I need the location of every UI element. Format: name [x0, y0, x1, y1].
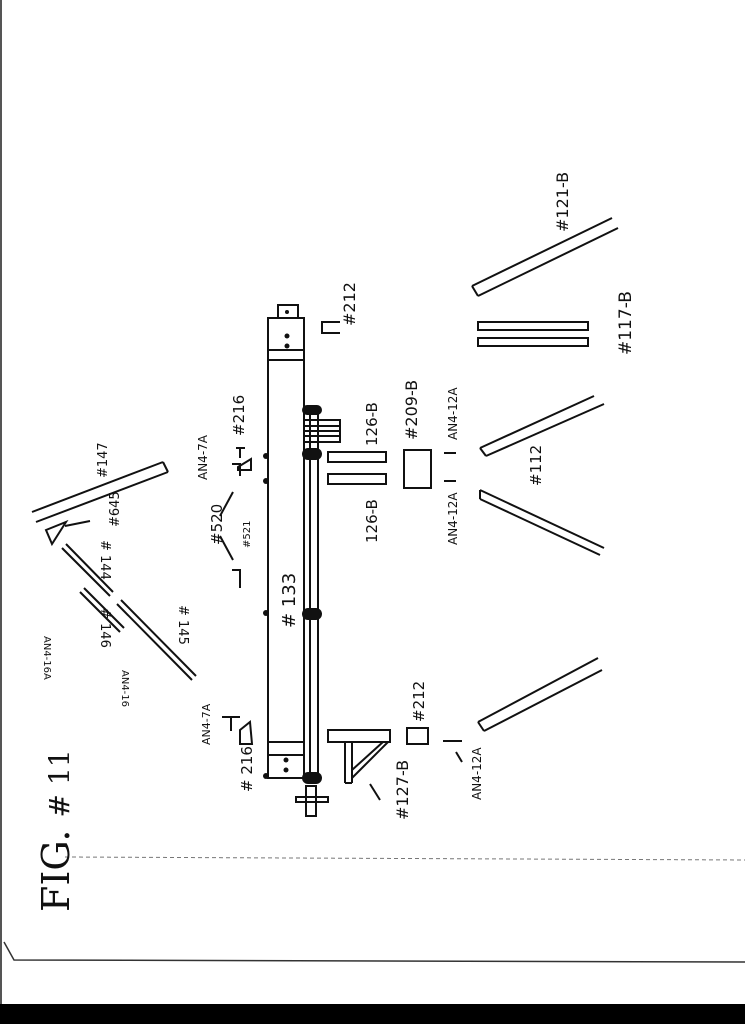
block-212-bottom	[406, 727, 429, 745]
label-126b-upper: 126-B	[363, 402, 381, 446]
label-216-bottom: # 216	[238, 746, 256, 792]
gusset-216-bottom	[239, 720, 254, 745]
main-beam-133	[267, 304, 319, 780]
label-645: #645	[108, 491, 123, 527]
channel-212-top	[321, 321, 340, 334]
page-border-line	[3, 941, 745, 963]
label-121b: #121-B	[553, 171, 572, 232]
label-209b: #209-B	[402, 379, 421, 440]
label-212-top: #212	[340, 282, 359, 326]
plate-209b	[403, 449, 432, 489]
beam-body	[267, 317, 305, 779]
figure-title: FIG. # 11	[34, 749, 78, 912]
label-147: #147	[96, 442, 111, 478]
strut-lower	[477, 657, 603, 732]
strut-146	[79, 587, 125, 633]
strut-144	[61, 543, 114, 597]
arrow-an4-12a	[455, 751, 463, 763]
figure-title-number: # 11	[43, 749, 76, 818]
striped-block	[303, 419, 341, 443]
label-144: # 144	[97, 540, 112, 580]
arrow-520-upper	[219, 491, 234, 517]
beam-end-tab	[277, 304, 299, 319]
spacer-126b-upper	[327, 451, 387, 463]
end-washer	[295, 796, 329, 803]
label-117b: #117-B	[616, 291, 636, 355]
arrow-520-lower	[219, 535, 234, 561]
strut-121b	[471, 217, 619, 297]
label-an4-12a-right: AN4-12A	[446, 387, 460, 440]
figure-title-main: FIG.	[34, 829, 78, 912]
arrow-127b	[369, 783, 381, 801]
strut-147	[31, 461, 169, 523]
label-126b-lower: 126-B	[363, 499, 381, 543]
spacer-126b-lower	[327, 473, 387, 485]
label-521: #521	[242, 520, 253, 548]
label-an4-12a-bottom: AN4-12A	[470, 747, 484, 800]
label-an4-7a-bottom: AN4-7A	[200, 703, 213, 745]
label-212-bottom: #212	[410, 680, 428, 722]
label-133: # 133	[279, 572, 300, 628]
tube-collars	[263, 310, 322, 784]
label-216-top: #216	[230, 394, 248, 436]
label-an4-16a: AN4-16A	[41, 636, 52, 680]
angle-520-lower	[232, 569, 241, 588]
tubes-117b	[477, 321, 589, 347]
bolt-an4-7a-bottom	[222, 716, 240, 731]
label-145: # 145	[175, 605, 190, 645]
strut-145	[116, 599, 197, 681]
angle-520-upper	[232, 463, 241, 476]
label-520: #520	[208, 503, 226, 545]
gusset-216-top	[237, 457, 252, 471]
gusset-plate	[44, 519, 69, 547]
label-127b: #127-B	[393, 759, 412, 820]
fold-line	[64, 856, 745, 861]
label-an4-12a-left: AN4-12A	[446, 492, 460, 545]
label-an4-16: AN4-16	[119, 670, 130, 708]
bracket-127b	[327, 729, 391, 784]
scan-border-bottom	[0, 1004, 745, 1024]
bolt-an4-7a-top	[236, 447, 245, 458]
end-shaft	[305, 785, 317, 817]
struts-112	[479, 395, 605, 556]
arrow-645	[64, 520, 91, 527]
label-an4-7a-top: AN4-7A	[196, 435, 210, 480]
label-146: # 146	[97, 608, 112, 648]
label-112: #112	[527, 444, 545, 486]
page-edge	[0, 0, 2, 1004]
bolts-an4-12a	[443, 452, 462, 742]
